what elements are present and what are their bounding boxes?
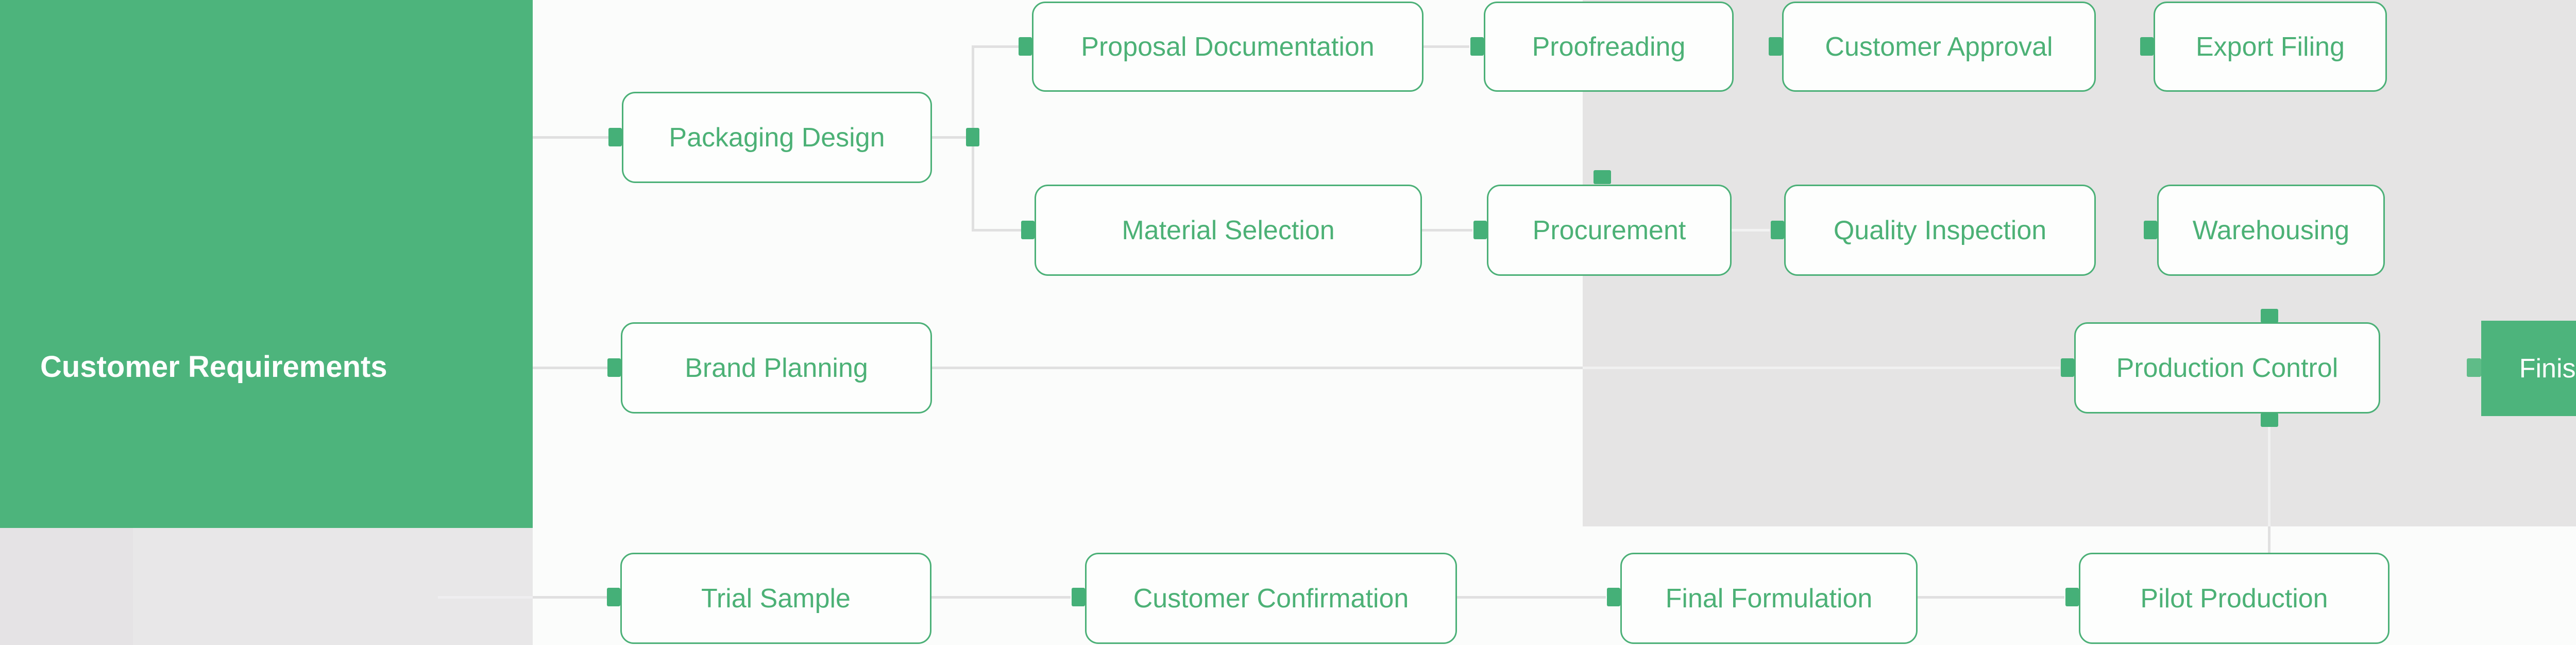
- connector-material-to-procurement: [1422, 229, 1472, 231]
- connector-req-to-trial-gray: [438, 596, 533, 599]
- node-final-formulation[interactable]: Final Formulation: [1620, 553, 1918, 644]
- node-label-pilot-production: Pilot Production: [2140, 583, 2328, 614]
- node-label-customer-requirements: Customer Requirements: [40, 350, 387, 384]
- handle-warehousing-left[interactable]: [2144, 221, 2157, 239]
- handle-control-top[interactable]: [2261, 309, 2278, 323]
- connector-req-to-trial-white: [533, 596, 607, 599]
- connector-junction-to-material: [974, 229, 1021, 231]
- node-label-customer-confirmation: Customer Confirmation: [1133, 583, 1409, 614]
- node-label-procurement: Procurement: [1532, 215, 1686, 245]
- node-material-selection[interactable]: Material Selection: [1035, 185, 1422, 276]
- connector-formulation-to-pilot: [1918, 596, 2064, 599]
- node-packaging-design[interactable]: Packaging Design: [622, 92, 932, 183]
- handle-material-left[interactable]: [1021, 221, 1035, 239]
- node-trial-sample[interactable]: Trial Sample: [620, 553, 931, 644]
- node-brand-planning[interactable]: Brand Planning: [621, 322, 932, 414]
- handle-approval-left[interactable]: [1769, 37, 1782, 56]
- connector-brand-to-control-white: [932, 367, 1583, 369]
- node-quality-inspection[interactable]: Quality Inspection: [1784, 185, 2096, 276]
- node-label-production-control: Production Control: [2116, 353, 2338, 383]
- node-label-customer-approval: Customer Approval: [1825, 31, 2053, 62]
- node-label-material-selection: Material Selection: [1122, 215, 1335, 245]
- node-label-packaging-design: Packaging Design: [669, 122, 885, 153]
- connector-confirmation-to-formulation: [1457, 596, 1606, 599]
- node-export-filing[interactable]: Export Filing: [2154, 2, 2387, 92]
- handle-proposal-left[interactable]: [1019, 37, 1032, 56]
- node-procurement[interactable]: Procurement: [1487, 185, 1732, 276]
- handle-control-bottom[interactable]: [2261, 413, 2278, 427]
- node-finished[interactable]: Finished: [2481, 321, 2576, 416]
- bottom-left-gray-a: [0, 528, 133, 645]
- node-label-final-formulation: Final Formulation: [1665, 583, 1873, 614]
- handle-inspection-left[interactable]: [1771, 221, 1784, 239]
- handle-formulation-left[interactable]: [1607, 588, 1620, 606]
- connector-proposal-to-proofreading: [1423, 45, 1469, 48]
- node-customer-confirmation[interactable]: Customer Confirmation: [1085, 553, 1457, 644]
- node-label-proposal-documentation: Proposal Documentation: [1081, 31, 1375, 62]
- handle-pilot-left[interactable]: [2065, 588, 2079, 606]
- connector-junction-to-proposal: [974, 45, 1019, 48]
- node-production-control[interactable]: Production Control: [2074, 322, 2380, 414]
- connector-control-to-pilot-gray: [2268, 425, 2270, 526]
- node-proofreading[interactable]: Proofreading: [1484, 2, 1734, 92]
- handle-procurement-left[interactable]: [1473, 221, 1487, 239]
- node-label-export-filing: Export Filing: [2196, 31, 2345, 62]
- connector-procurement-to-inspection: [1732, 229, 1770, 231]
- node-customer-requirements[interactable]: Customer Requirements: [0, 0, 533, 528]
- handle-control-left[interactable]: [2061, 358, 2074, 377]
- node-label-trial-sample: Trial Sample: [701, 583, 851, 614]
- handle-packaging-left[interactable]: [608, 128, 622, 146]
- connector-packaging-to-junction: [932, 136, 973, 139]
- node-warehousing[interactable]: Warehousing: [2157, 185, 2385, 276]
- node-label-proofreading: Proofreading: [1532, 31, 1686, 62]
- handle-proofreading-left[interactable]: [1470, 37, 1484, 56]
- handle-brand-left[interactable]: [607, 358, 621, 377]
- node-label-quality-inspection: Quality Inspection: [1833, 215, 2047, 245]
- handle-confirmation-left[interactable]: [1072, 588, 1085, 606]
- node-customer-approval[interactable]: Customer Approval: [1782, 2, 2096, 92]
- node-proposal-documentation[interactable]: Proposal Documentation: [1032, 2, 1423, 92]
- handle-procurement-top[interactable]: [1594, 170, 1611, 184]
- handle-packaging-right[interactable]: [966, 128, 979, 146]
- node-pilot-production[interactable]: Pilot Production: [2079, 553, 2389, 644]
- node-label-brand-planning: Brand Planning: [685, 353, 868, 383]
- handle-finished-left[interactable]: [2467, 358, 2481, 377]
- node-label-finished: Finished: [2519, 353, 2576, 384]
- connector-control-to-pilot-white: [2268, 526, 2270, 553]
- handle-trial-left[interactable]: [607, 588, 620, 606]
- connector-brand-to-control-gray: [1583, 367, 2060, 369]
- connector-trial-to-confirmation: [931, 596, 1071, 599]
- node-label-warehousing: Warehousing: [2192, 215, 2350, 245]
- handle-export-left[interactable]: [2140, 37, 2154, 56]
- bottom-left-gray-b: [133, 528, 533, 645]
